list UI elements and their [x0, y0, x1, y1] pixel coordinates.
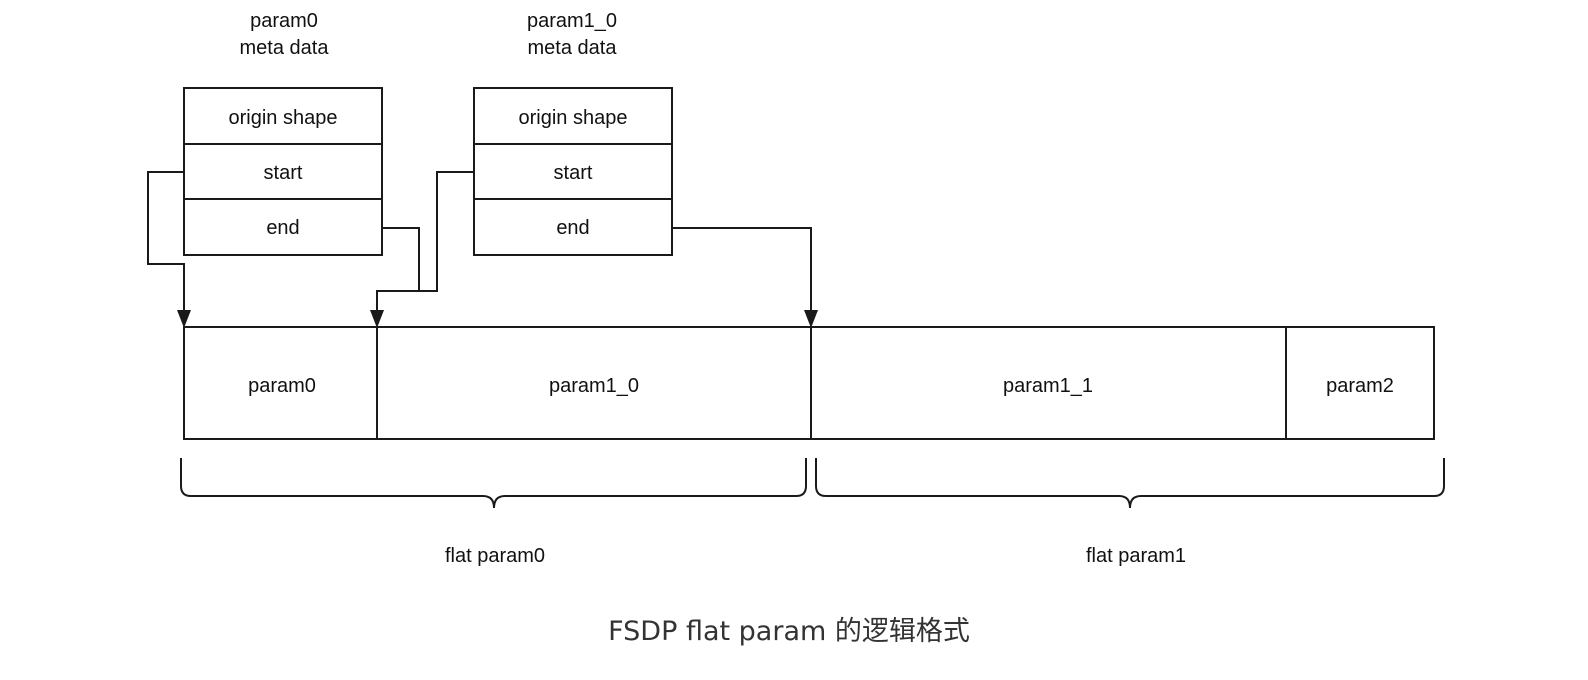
param1-0-end-arrowhead: [804, 310, 818, 328]
param0-meta-title-line2: meta data: [240, 37, 330, 59]
param1-0-meta-title-line2: meta data: [528, 37, 618, 59]
segment-param1-0-label: param1_0: [549, 375, 639, 397]
param1-0-start-arrow: [419, 171, 474, 292]
param1-0-meta-table: param1_0 meta data origin shape start en…: [473, 10, 673, 256]
param1-0-end-label: end: [556, 217, 589, 239]
param1-0-origin-shape-cell: [473, 87, 673, 145]
segment-param1-1: [810, 326, 1287, 440]
param0-start-label: start: [264, 162, 303, 184]
flat-param1-brace: [815, 458, 1445, 509]
param1-0-end-arrow: [672, 227, 812, 312]
figure-caption: FSDP flat param 的逻辑格式: [608, 616, 970, 647]
param1-0-meta-title-line1: param1_0: [527, 10, 617, 32]
segment-param1-1-label: param1_1: [1003, 375, 1093, 397]
segment-param1-0: [376, 326, 812, 440]
group-braces: flat param0 flat param1: [180, 458, 1445, 567]
param0-meta-table: param0 meta data origin shape start end: [183, 10, 383, 256]
segment-param2: [1285, 326, 1435, 440]
flat-param0-label: flat param0: [445, 545, 545, 567]
param0-end-cell: [183, 198, 383, 256]
segment-param0-label: param0: [248, 375, 316, 397]
param1-0-origin-shape-label: origin shape: [519, 107, 628, 129]
param0-start-arrow: [147, 171, 185, 312]
param1-0-end-cell: [473, 198, 673, 256]
flat-param1-label: flat param1: [1086, 545, 1186, 567]
param0-end-arrow: [376, 227, 420, 312]
param0-start-arrowhead: [177, 310, 191, 328]
param0-meta-title-line1: param0: [250, 10, 318, 32]
flat-param0-brace: [180, 458, 807, 509]
flat-buffer: param0 param1_0 param1_1 param2: [183, 326, 1435, 440]
param0-end-label: end: [266, 217, 299, 239]
param1-0-start-arrowhead: [370, 310, 384, 328]
segment-param2-label: param2: [1326, 375, 1394, 397]
param1-0-start-label: start: [554, 162, 593, 184]
param0-origin-shape-label: origin shape: [229, 107, 338, 129]
param0-origin-shape-cell: [183, 87, 383, 145]
param0-start-cell: [183, 143, 383, 200]
pointer-arrows: [147, 171, 818, 328]
